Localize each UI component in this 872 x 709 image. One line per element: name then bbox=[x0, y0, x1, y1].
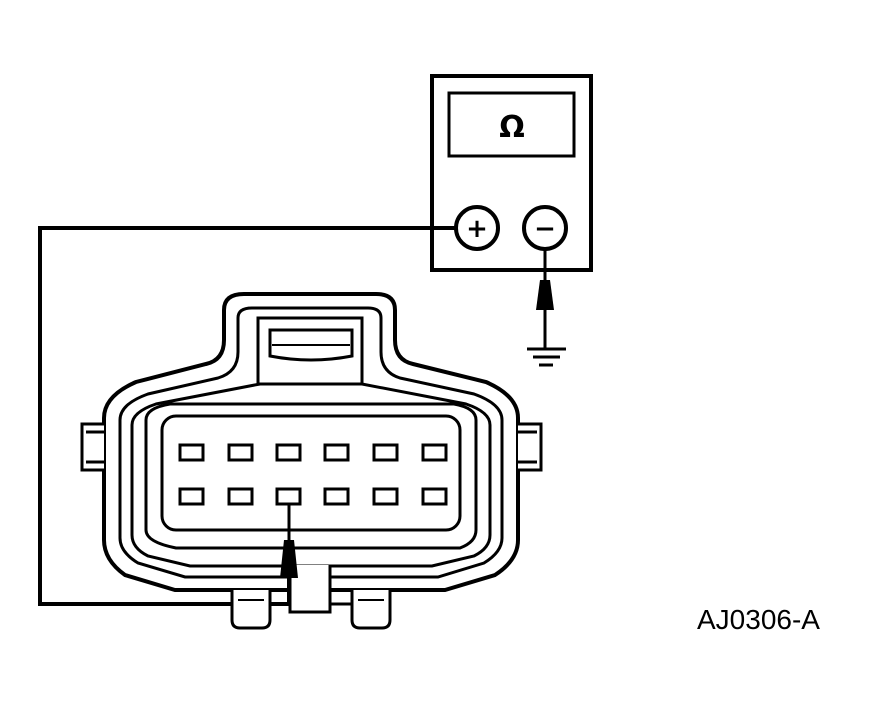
negative-test-lead bbox=[536, 249, 554, 348]
pin bbox=[421, 487, 448, 506]
connector-inner-contour-2 bbox=[130, 382, 492, 568]
ground-icon bbox=[527, 347, 566, 367]
figure-id-label: AJ0306-A bbox=[697, 604, 820, 635]
pin bbox=[227, 443, 254, 462]
pin bbox=[421, 443, 448, 462]
pin-row-2 bbox=[178, 487, 448, 506]
connector-inner-contour-1 bbox=[118, 306, 504, 579]
pin-cavity-frame bbox=[160, 414, 462, 532]
positive-probe-tip bbox=[280, 540, 298, 578]
connector bbox=[80, 292, 543, 630]
negative-terminal: − bbox=[522, 205, 568, 251]
pin bbox=[372, 443, 399, 462]
negative-terminal-symbol: − bbox=[534, 214, 556, 244]
pin bbox=[178, 487, 205, 506]
connector-inner-contour-3 bbox=[144, 402, 478, 550]
pin bbox=[323, 487, 350, 506]
positive-test-lead bbox=[38, 226, 456, 606]
connector-left-ear bbox=[80, 422, 104, 472]
pin-row-1 bbox=[178, 443, 448, 462]
ohm-symbol: Ω bbox=[499, 110, 525, 145]
connector-right-foot bbox=[350, 590, 392, 630]
pin bbox=[227, 487, 254, 506]
pin bbox=[178, 443, 205, 462]
pin bbox=[323, 443, 350, 462]
multimeter: Ω + − bbox=[430, 74, 593, 272]
positive-terminal: + bbox=[454, 205, 500, 251]
pin bbox=[372, 487, 399, 506]
negative-probe-tip bbox=[536, 280, 554, 310]
positive-terminal-symbol: + bbox=[466, 214, 488, 244]
pin-probed bbox=[275, 487, 302, 506]
connector-left-foot bbox=[230, 590, 272, 630]
pin bbox=[275, 443, 302, 462]
multimeter-display bbox=[447, 91, 576, 158]
connector-right-ear bbox=[518, 422, 543, 472]
positive-probe bbox=[280, 504, 298, 604]
